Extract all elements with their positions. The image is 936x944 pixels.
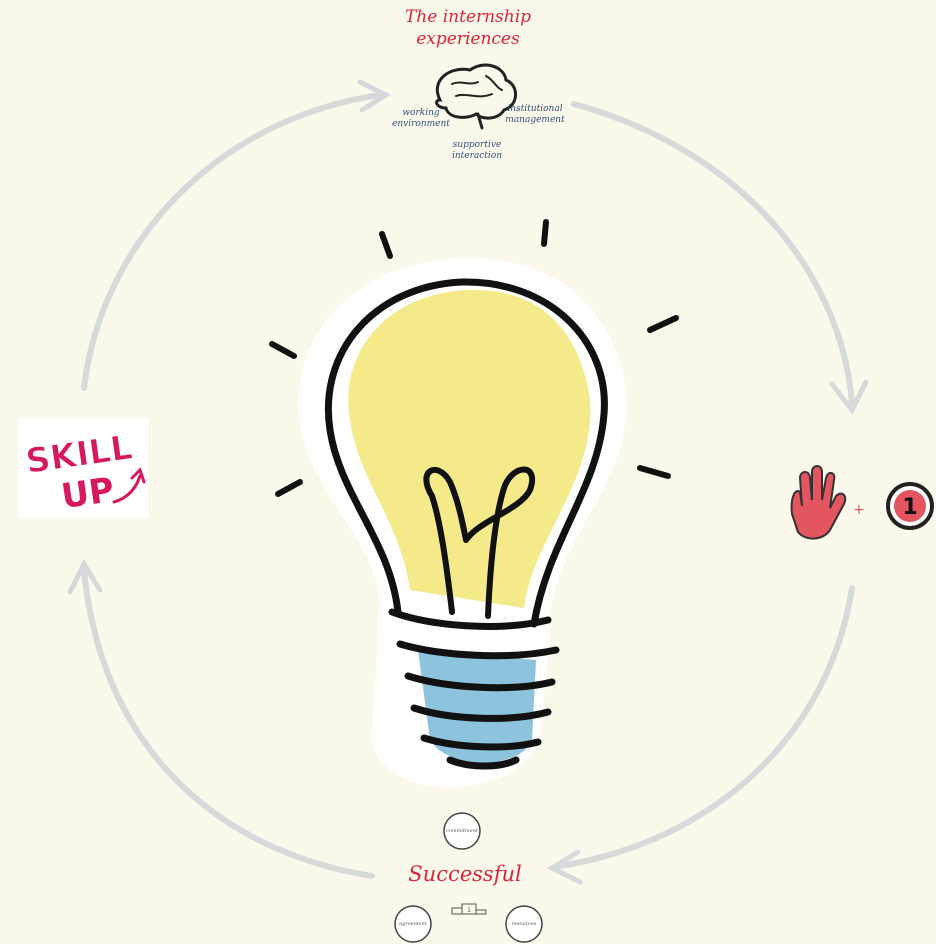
- skill-logo-line2: UP: [59, 470, 117, 517]
- arrow-top-to-right: [571, 101, 855, 405]
- brain-icon: [435, 63, 517, 130]
- arrowhead-left: [67, 558, 103, 595]
- label-management: management: [505, 115, 565, 125]
- label-supportive: supportive: [452, 140, 502, 150]
- top-title-line1: The internship: [404, 7, 532, 27]
- bottom-node-title: Successful: [408, 862, 522, 886]
- svg-text:1: 1: [467, 907, 471, 914]
- arrow-bottom-to-left: [81, 567, 375, 879]
- hand-icon: [790, 465, 847, 540]
- circle-resources: [505, 905, 543, 943]
- plus-sign: +: [853, 502, 865, 518]
- cycle-arrows: [67, 79, 869, 885]
- circle-agreement-label: agreement: [399, 921, 427, 927]
- label-institutional: institutional: [507, 104, 563, 114]
- circle-resources-label: resources: [511, 921, 537, 927]
- circle-commitment-label: commitment: [446, 828, 478, 834]
- arrow-left-to-top: [81, 92, 383, 391]
- arrowhead-right: [829, 379, 869, 415]
- label-interaction: interaction: [451, 151, 503, 161]
- circle-agreement: [394, 905, 432, 943]
- label-supportive-interaction: supportive interaction: [440, 140, 514, 162]
- arrowhead-bottom: [546, 849, 583, 885]
- top-title-line2: experiences: [416, 29, 520, 49]
- skill-up-logo: SKILL UP: [18, 418, 148, 518]
- arrowhead-top-left: [357, 79, 392, 113]
- circle-commitment: [443, 812, 481, 850]
- label-working: working: [402, 108, 440, 118]
- skill-up-arrow-icon: [112, 467, 146, 504]
- label-institutional-management: institutional management: [500, 104, 570, 126]
- arrow-right-to-bottom: [557, 585, 855, 869]
- bottom-circles: [394, 812, 543, 943]
- lightbulb-icon: [269, 219, 679, 788]
- label-environment: environment: [392, 119, 450, 129]
- podium-icon: 1: [451, 903, 487, 915]
- label-working-environment: working environment: [386, 108, 456, 130]
- top-node-title: The internship experiences: [388, 6, 548, 50]
- number-one-label: 1: [902, 495, 917, 520]
- number-one-icon: 1: [886, 482, 934, 530]
